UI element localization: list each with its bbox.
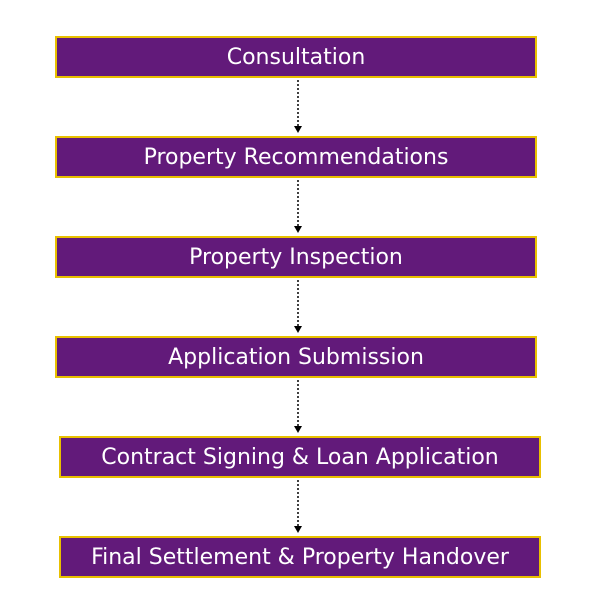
step-property-inspection: Property Inspection xyxy=(55,236,537,278)
step-label: Application Submission xyxy=(168,344,424,370)
down-arrow-connector xyxy=(292,380,304,434)
down-arrow-connector xyxy=(292,280,304,334)
step-label: Property Recommendations xyxy=(143,144,449,170)
down-arrow-connector xyxy=(292,180,304,234)
step-contract-signing-loan-application: Contract Signing & Loan Application xyxy=(59,436,541,478)
down-arrow-connector xyxy=(292,480,304,534)
step-label: Final Settlement & Property Handover xyxy=(91,544,509,570)
down-arrow-connector xyxy=(292,80,304,134)
step-final-settlement-property-handover: Final Settlement & Property Handover xyxy=(59,536,541,578)
step-label: Consultation xyxy=(226,44,366,70)
step-application-submission: Application Submission xyxy=(55,336,537,378)
step-consultation: Consultation xyxy=(55,36,537,78)
step-property-recommendations: Property Recommendations xyxy=(55,136,537,178)
step-label: Contract Signing & Loan Application xyxy=(101,444,499,470)
step-label: Property Inspection xyxy=(189,244,403,270)
